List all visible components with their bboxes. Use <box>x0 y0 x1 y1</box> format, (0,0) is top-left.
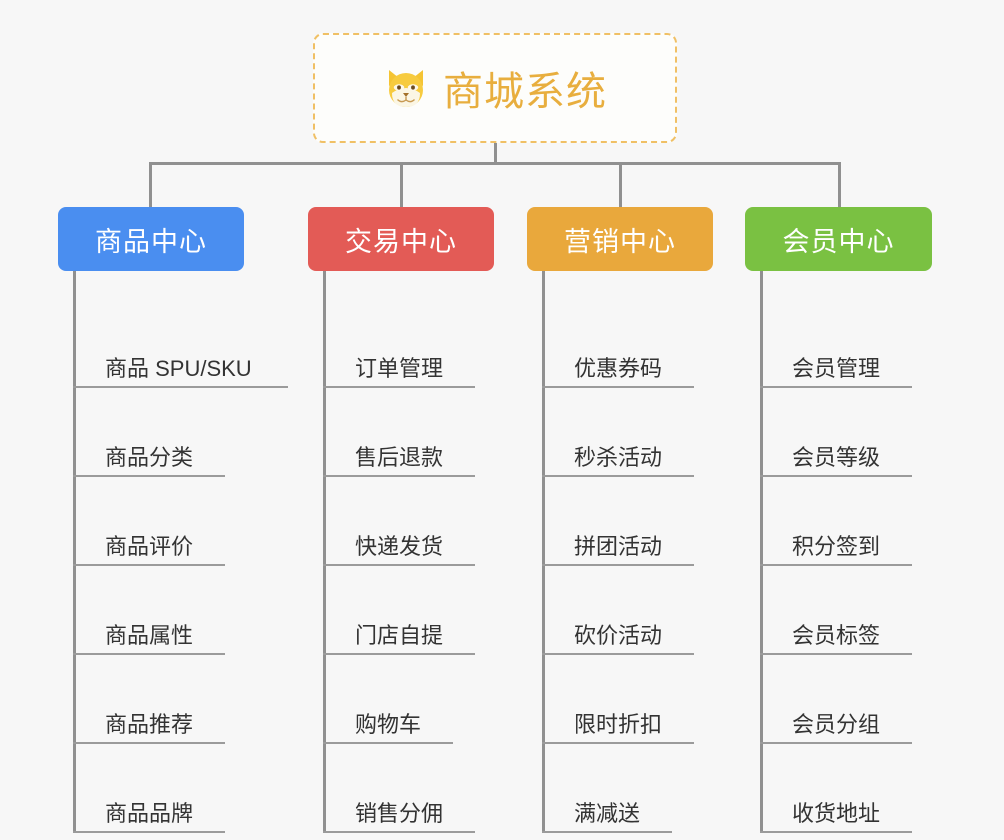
leaf-underline <box>73 742 225 744</box>
leaf-underline <box>323 564 475 566</box>
dog-face-icon <box>383 65 429 111</box>
leaf-underline <box>760 653 912 655</box>
leaf-item[interactable]: 销售分佣 <box>323 744 475 833</box>
leaf-item[interactable]: 商品分类 <box>73 388 225 477</box>
leaf-underline <box>760 742 912 744</box>
leaf-underline <box>73 475 225 477</box>
leaf-underline <box>542 475 694 477</box>
leaf-label: 商品推荐 <box>105 712 194 737</box>
leaf-label: 快递发货 <box>355 534 444 559</box>
branch-trunk-line <box>760 271 763 833</box>
leaf-item[interactable]: 限时折扣 <box>542 655 694 744</box>
leaf-label: 会员标签 <box>792 623 881 648</box>
leaf-underline <box>73 564 225 566</box>
connector-drop-2 <box>400 162 403 208</box>
leaf-item[interactable]: 购物车 <box>323 655 453 744</box>
category-box[interactable]: 会员中心 <box>745 207 932 271</box>
leaf-underline <box>323 653 475 655</box>
leaf-label: 商品评价 <box>105 534 194 559</box>
leaf-underline <box>542 653 694 655</box>
leaf-underline <box>760 475 912 477</box>
leaf-item[interactable]: 拼团活动 <box>542 477 694 566</box>
leaf-label: 商品分类 <box>105 445 194 470</box>
leaf-label: 商品属性 <box>105 623 194 648</box>
leaf-label: 门店自提 <box>355 623 444 648</box>
leaf-underline <box>73 386 288 388</box>
connector-drop-4 <box>838 162 841 208</box>
leaf-item[interactable]: 会员标签 <box>760 566 912 655</box>
connector-drop-1 <box>149 162 152 208</box>
leaf-underline <box>73 831 225 833</box>
root-title: 商城系统 <box>443 70 607 114</box>
leaf-item[interactable]: 门店自提 <box>323 566 475 655</box>
leaf-label: 限时折扣 <box>574 712 663 737</box>
branch-trunk-line <box>323 271 326 833</box>
connector-drop-3 <box>619 162 622 208</box>
leaf-underline <box>542 564 694 566</box>
connector-root-stem <box>494 143 497 165</box>
leaf-label: 砍价活动 <box>574 623 663 648</box>
leaf-label: 会员分组 <box>792 712 881 737</box>
category-box[interactable]: 营销中心 <box>527 207 713 271</box>
category-box[interactable]: 交易中心 <box>308 207 494 271</box>
leaf-item[interactable]: 商品品牌 <box>73 744 225 833</box>
leaf-underline <box>760 564 912 566</box>
leaf-item[interactable]: 商品推荐 <box>73 655 225 744</box>
leaf-label: 商品品牌 <box>105 801 194 826</box>
leaf-item[interactable]: 商品评价 <box>73 477 225 566</box>
leaf-item[interactable]: 砍价活动 <box>542 566 694 655</box>
leaf-underline <box>542 742 694 744</box>
leaf-item[interactable]: 收货地址 <box>760 744 912 833</box>
leaf-underline <box>323 475 475 477</box>
category-label: 会员中心 <box>782 226 895 257</box>
leaf-item[interactable]: 商品属性 <box>73 566 225 655</box>
leaf-item[interactable]: 积分签到 <box>760 477 912 566</box>
leaf-label: 售后退款 <box>355 445 444 470</box>
category-box[interactable]: 商品中心 <box>58 207 244 271</box>
leaf-label: 收货地址 <box>792 801 881 826</box>
leaf-underline <box>323 386 475 388</box>
connector-horizontal-bus <box>149 162 841 165</box>
branch-trunk-line <box>73 271 76 833</box>
branch-trunk-line <box>542 271 545 833</box>
leaf-underline <box>542 831 672 833</box>
leaf-label: 商品 SPU/SKU <box>105 356 252 381</box>
leaf-label: 会员管理 <box>792 356 881 381</box>
leaf-label: 满减送 <box>574 801 641 826</box>
leaf-item[interactable]: 会员管理 <box>760 299 912 388</box>
category-label: 商品中心 <box>95 226 207 257</box>
root-node[interactable]: 商城系统 <box>313 33 677 143</box>
leaf-underline <box>323 831 475 833</box>
leaf-item[interactable]: 会员等级 <box>760 388 912 477</box>
leaf-label: 会员等级 <box>792 445 881 470</box>
leaf-item[interactable]: 订单管理 <box>323 299 475 388</box>
leaf-label: 销售分佣 <box>355 801 444 826</box>
leaf-label: 秒杀活动 <box>574 445 663 470</box>
leaf-item[interactable]: 会员分组 <box>760 655 912 744</box>
leaf-label: 订单管理 <box>355 356 444 381</box>
leaf-label: 积分签到 <box>792 534 881 559</box>
leaf-underline <box>73 653 225 655</box>
leaf-label: 拼团活动 <box>574 534 663 559</box>
category-label: 营销中心 <box>564 226 676 257</box>
category-label: 交易中心 <box>345 226 457 257</box>
leaf-label: 购物车 <box>355 712 422 737</box>
leaf-item[interactable]: 商品 SPU/SKU <box>73 299 288 388</box>
leaf-underline <box>760 386 912 388</box>
leaf-item[interactable]: 售后退款 <box>323 388 475 477</box>
leaf-underline <box>760 831 912 833</box>
leaf-underline <box>323 742 453 744</box>
leaf-item[interactable]: 快递发货 <box>323 477 475 566</box>
leaf-label: 优惠券码 <box>574 356 663 381</box>
leaf-item[interactable]: 秒杀活动 <box>542 388 694 477</box>
leaf-item[interactable]: 优惠券码 <box>542 299 694 388</box>
leaf-item[interactable]: 满减送 <box>542 744 672 833</box>
leaf-underline <box>542 386 694 388</box>
